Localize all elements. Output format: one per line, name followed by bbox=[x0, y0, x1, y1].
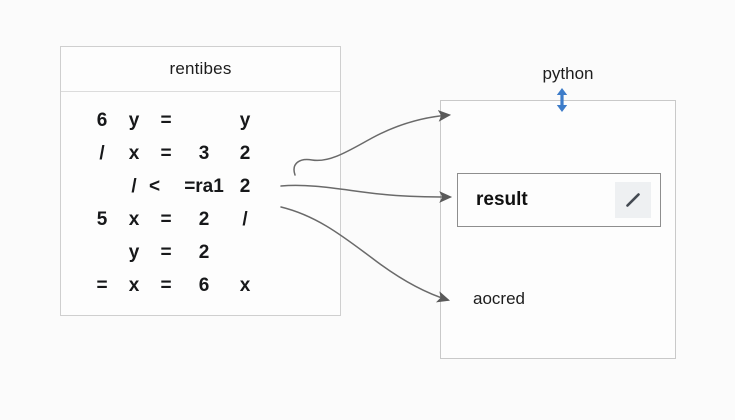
cell-col3: 2 bbox=[198, 241, 210, 263]
cell-col4: y bbox=[239, 109, 251, 131]
left-panel-body: 6 y = y / x = 3 2 / < =ra1 2 5 bbox=[61, 92, 340, 302]
pencil-icon bbox=[626, 193, 640, 207]
left-panel-header: rentibes bbox=[61, 47, 340, 92]
cell-col3: =ra1 bbox=[184, 175, 224, 197]
cell-col2: = bbox=[160, 142, 172, 164]
cell-col1: / bbox=[131, 175, 137, 197]
cell-col4: 2 bbox=[239, 175, 251, 197]
cell-col1: y bbox=[128, 109, 140, 131]
edit-button[interactable] bbox=[615, 182, 651, 218]
cell-col3: 3 bbox=[198, 142, 210, 164]
cell-col2: = bbox=[160, 274, 172, 296]
result-box[interactable]: result bbox=[457, 173, 661, 227]
up-down-arrow-icon[interactable] bbox=[553, 87, 571, 113]
table-row[interactable]: 6 y = y bbox=[61, 104, 340, 137]
cell-col1: x bbox=[128, 208, 140, 230]
cell-col2: = bbox=[160, 208, 172, 230]
cell-col0: / bbox=[99, 142, 105, 164]
cell-col4: 2 bbox=[239, 142, 251, 164]
left-panel[interactable]: rentibes 6 y = y / x = 3 2 / < =ra1 bbox=[60, 46, 341, 316]
cell-col2: < bbox=[149, 175, 161, 197]
cell-col1: y bbox=[128, 241, 140, 263]
cell-col0: 5 bbox=[96, 208, 108, 230]
cell-col4: x bbox=[239, 274, 251, 296]
table-row[interactable]: / x = 3 2 bbox=[61, 137, 340, 170]
left-panel-title: rentibes bbox=[169, 59, 232, 78]
python-caption: python bbox=[542, 64, 594, 83]
table-row[interactable]: = x = 6 x bbox=[61, 269, 340, 302]
cell-col2: = bbox=[160, 241, 172, 263]
aocred-label: aocred bbox=[473, 289, 525, 308]
table-row[interactable]: / < =ra1 2 bbox=[61, 170, 340, 203]
cell-col3: 2 bbox=[198, 208, 210, 230]
table-row[interactable]: 5 x = 2 / bbox=[61, 203, 340, 236]
cell-col1: x bbox=[128, 274, 140, 296]
table-row[interactable]: y = 2 bbox=[61, 236, 340, 269]
cell-col2: = bbox=[160, 109, 172, 131]
cell-col3: 6 bbox=[198, 274, 210, 296]
cell-col4: / bbox=[242, 208, 248, 230]
cell-col1: x bbox=[128, 142, 140, 164]
right-panel[interactable]: result aocred bbox=[440, 100, 676, 359]
cell-col0: = bbox=[96, 274, 108, 296]
cell-col0: 6 bbox=[96, 109, 108, 131]
result-label: result bbox=[476, 189, 528, 210]
